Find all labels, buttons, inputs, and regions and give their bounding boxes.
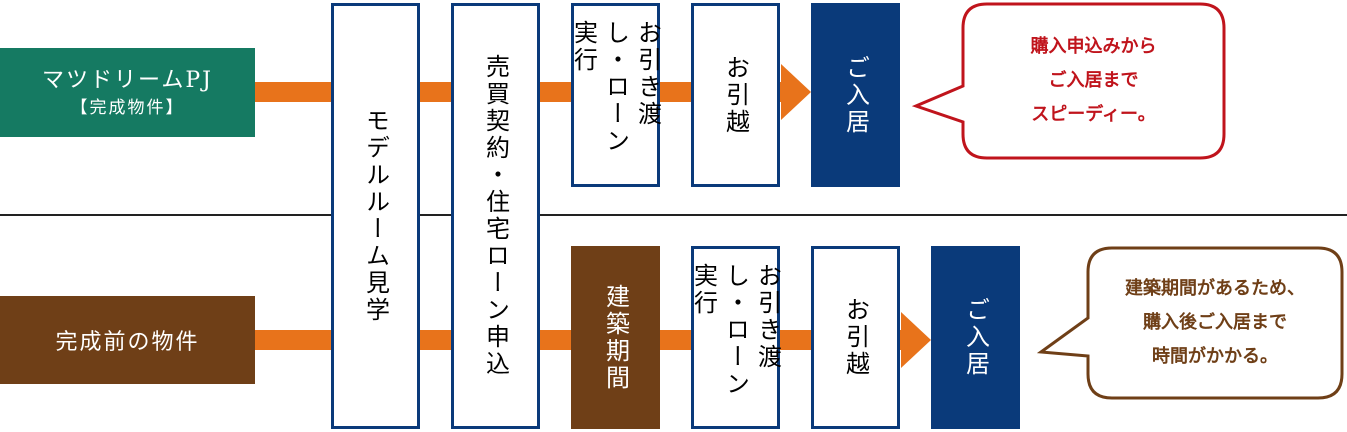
top-step-move: お引越 <box>691 3 780 187</box>
row-divider <box>0 214 1347 216</box>
bottom-step-handover: お引き渡し・ローン実行 <box>690 246 782 429</box>
top-speech-bubble <box>911 2 1226 160</box>
bottom-step-move: お引越 <box>811 246 900 429</box>
step-model-room-text: モデルルーム見学 <box>361 108 390 324</box>
top-step-handover: お引き渡し・ローン実行 <box>570 3 662 187</box>
bottom-bubble-text: 建築期間があるため、 購入後ご入居まで 時間がかかる。 <box>1088 248 1342 398</box>
completed-property-label: マツドリームPJ 【完成物件】 <box>0 48 255 137</box>
completed-title: マツドリームPJ <box>42 67 213 93</box>
step-model-room: モデルルーム見学 <box>331 3 420 429</box>
bottom-step-construction-text: 建築期間 <box>601 283 630 392</box>
top-step-move-text: お引越 <box>721 54 750 136</box>
top-step-handover-text: お引き渡し・ローン実行 <box>569 20 662 155</box>
top-bubble-line: ご入居まで <box>1048 70 1139 91</box>
top-bubble-text: 購入申込みから ご入居まで スピーディー。 <box>963 4 1224 158</box>
pre-completion-title: 完成前の物件 <box>55 330 200 355</box>
top-step-move-in: ご入居 <box>811 3 900 187</box>
bottom-arrow-icon <box>901 312 931 368</box>
bottom-step-construction: 建築期間 <box>571 246 660 429</box>
top-bubble-line: 購入申込みから <box>1030 36 1157 57</box>
step-contract: 売買契約・住宅ローン申込 <box>451 3 540 429</box>
completed-subtitle: 【完成物件】 <box>70 97 185 118</box>
bottom-step-move-in-text: ご入居 <box>961 297 990 378</box>
bottom-bubble-line: 建築期間があるため、 <box>1125 278 1305 299</box>
bottom-bubble-line: 時間がかかる。 <box>1152 346 1278 367</box>
bottom-step-move-text: お引越 <box>841 297 870 378</box>
top-step-move-in-text: ご入居 <box>841 54 870 136</box>
step-contract-text: 売買契約・住宅ローン申込 <box>481 54 510 378</box>
bottom-step-handover-text: お引き渡し・ローン実行 <box>689 262 782 398</box>
bottom-speech-bubble <box>1036 246 1344 400</box>
top-bubble-line: スピーディー。 <box>1031 104 1156 125</box>
bottom-bubble-line: 購入後ご入居まで <box>1143 312 1287 333</box>
bottom-step-move-in: ご入居 <box>931 246 1020 429</box>
top-arrow-icon <box>781 64 811 120</box>
pre-completion-property-label: 完成前の物件 <box>0 296 255 384</box>
